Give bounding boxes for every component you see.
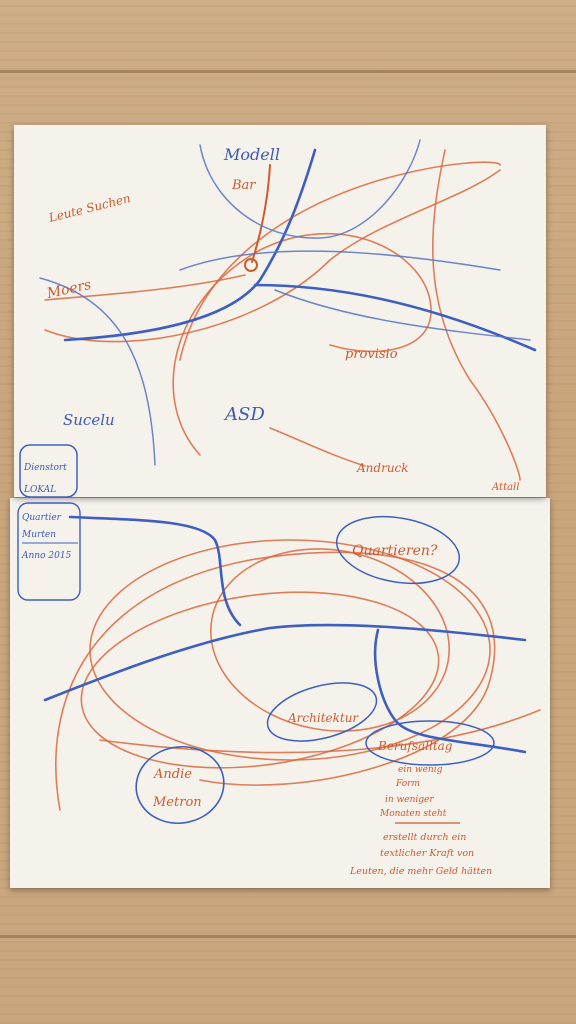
- label-andruck: Andruck: [356, 461, 409, 475]
- label-modell: Modell: [223, 145, 280, 164]
- label-metron: Metron: [152, 795, 202, 810]
- board-seam: [0, 935, 576, 938]
- footer-line1: erstellt durch ein: [383, 832, 466, 843]
- stamp: Dienstort LOKAL: [19, 444, 78, 498]
- label-provisio: provisio: [345, 347, 398, 362]
- label-architektur: Architektur: [287, 711, 359, 725]
- top-sheet-sketch: Modell Bar Leute Suchen Moers provisio S…: [39, 139, 537, 493]
- quartier-line3: Anno 2015: [21, 551, 72, 561]
- label-quartieren: Quartieren?: [352, 543, 438, 559]
- note-line4: Monaten steht: [379, 809, 447, 819]
- note-line1: ein wenig: [398, 765, 443, 775]
- label-bar: Bar: [231, 178, 256, 193]
- note-line3: in weniger: [385, 795, 434, 805]
- quartier-line2: Murten: [21, 530, 56, 540]
- label-attall: Attall: [491, 482, 519, 493]
- board-seam: [0, 70, 576, 73]
- bottom-sheet-sketch: Quartier Murten Anno 2015 Quartieren? Ar…: [17, 502, 541, 877]
- label-berufsalltag: Berufsalltag: [377, 739, 453, 753]
- label-leute-suchen: Leute Suchen: [46, 191, 132, 225]
- quartier-line1: Quartier: [22, 513, 62, 523]
- footer-line2: textlicher Kraft von: [380, 848, 474, 859]
- stamp-line2: LOKAL: [23, 485, 56, 495]
- footer-line3: Leuten, die mehr Geld hätten: [349, 866, 492, 877]
- stamp-line1: Dienstort: [23, 463, 67, 473]
- label-asd: ASD: [223, 404, 265, 425]
- label-sucelu: Sucelu: [63, 411, 115, 429]
- note-line2: Form: [395, 779, 420, 789]
- label-andie: Andie: [153, 767, 192, 782]
